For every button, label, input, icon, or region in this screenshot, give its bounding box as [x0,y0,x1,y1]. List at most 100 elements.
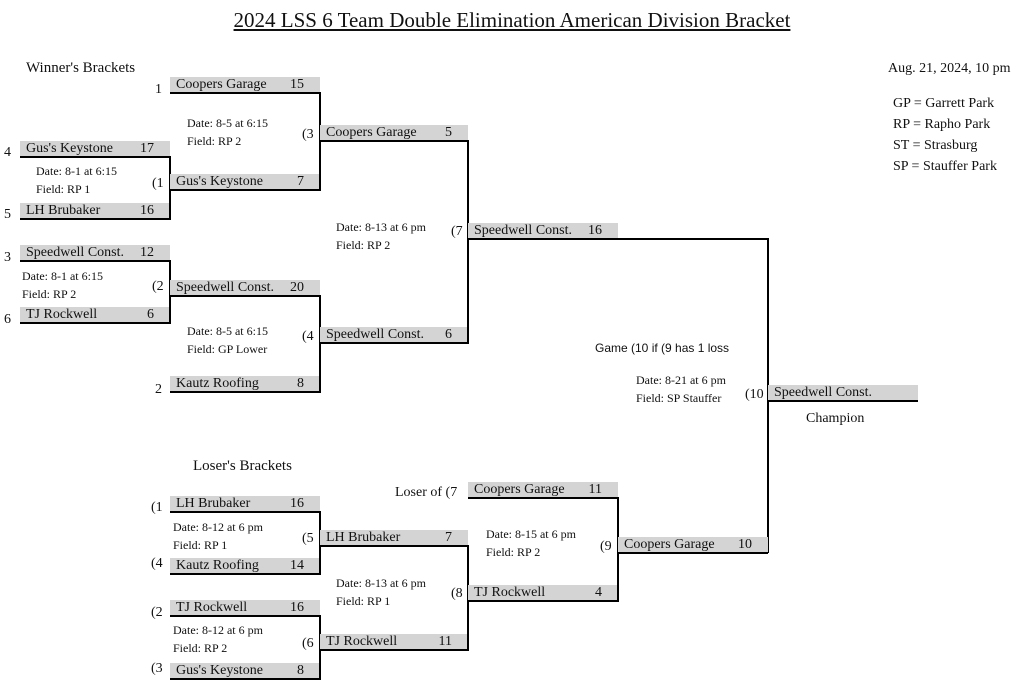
bracket-slot-q2-bottom: Kautz Roofing 8 [170,376,320,393]
legend-item: GP = Garrett Park [893,96,995,111]
team-score: 7 [297,174,304,189]
game-date: Date: 8-1 at 6:15 [36,164,117,178]
team-name: Speedwell Const. [774,385,872,400]
team-name: TJ Rockwell [326,634,398,649]
bracket-slot-q2-top: Speedwell Const. 20 [170,280,320,297]
game-label-5: (5 [302,531,314,546]
seed-3: 3 [4,250,11,265]
game-field: Field: RP 2 [173,641,228,655]
game-date: Date: 8-1 at 6:15 [22,269,103,283]
game-7-details: Date: 8-13 at 6 pm Field: RP 2 [336,218,426,254]
game-label-l1: (1 [151,500,163,515]
bracket-slot-r1-top: Gus's Keystone 17 [20,141,170,158]
game-label-7: (7 [451,224,463,239]
game-date: Date: 8-5 at 6:15 [187,324,268,338]
team-name: TJ Rockwell [26,307,98,322]
team-score: 14 [290,558,304,573]
game-8-details: Date: 8-13 at 6 pm Field: RP 1 [336,574,426,610]
team-score: 16 [290,600,304,615]
team-name: Kautz Roofing [176,376,259,391]
team-score: 20 [290,280,304,295]
team-score: 12 [140,245,154,260]
team-score: 10 [738,537,752,552]
legend-item: SP = Stauffer Park [893,159,997,174]
game-3-details: Date: 8-5 at 6:15 Field: RP 2 [187,114,268,150]
team-name: Gus's Keystone [176,663,263,678]
bracket-slot-l8-bottom: TJ Rockwell 11 [320,634,468,651]
game-6-details: Date: 8-12 at 6 pm Field: RP 2 [173,621,263,657]
field-legend: GP = Garrett Park RP = Rapho Park ST = S… [893,93,997,177]
legend-item: ST = Strasburg [893,138,978,153]
game-date: Date: 8-5 at 6:15 [187,116,268,130]
team-name: TJ Rockwell [474,585,546,600]
team-score: 16 [140,203,154,218]
team-name: TJ Rockwell [176,600,248,615]
game-label-1: (1 [152,176,164,191]
team-score: 4 [595,585,602,600]
bracket-slot-q1-top: Coopers Garage 15 [170,77,320,94]
game-label-2: (2 [152,279,164,294]
game-label-6: (6 [302,636,314,651]
game-label-9: (9 [600,539,612,554]
game-label-4: (4 [302,329,314,344]
game-5-details: Date: 8-12 at 6 pm Field: RP 1 [173,518,263,554]
bracket-slot-l6-bottom: Gus's Keystone 8 [170,663,320,680]
team-score: 15 [290,77,304,92]
bracket-connector [319,295,321,393]
seed-2: 2 [155,382,162,397]
team-name: Coopers Garage [176,77,267,92]
seed-6: 6 [4,312,11,327]
team-name: Coopers Garage [474,482,565,497]
game-field: Field: RP 1 [36,182,91,196]
team-name: Gus's Keystone [176,174,263,189]
updated-timestamp: Aug. 21, 2024, 10 pm [888,61,1011,76]
bracket-slot-winners-final: Speedwell Const. 16 [468,223,618,240]
bracket-slot-r2-bottom: TJ Rockwell 6 [20,307,170,324]
game-field: Field: SP Stauffer [636,391,722,405]
team-name: Gus's Keystone [26,141,113,156]
game-date: Date: 8-13 at 6 pm [336,220,426,234]
game-label-3: (3 [302,127,314,142]
bracket-slot-l8-top: LH Brubaker 7 [320,530,468,547]
legend-item: RP = Rapho Park [893,117,991,132]
team-name: Coopers Garage [326,125,417,140]
seed-5: 5 [4,207,11,222]
bracket-slot-r2-top: Speedwell Const. 12 [20,245,170,262]
game-10-caption: Game (10 if (9 has 1 loss [595,341,730,355]
team-name: Speedwell Const. [474,223,572,238]
team-score: 6 [147,307,154,322]
bracket-slot-semi-bottom: Speedwell Const. 6 [320,327,468,344]
team-score: 16 [290,496,304,511]
game-4-details: Date: 8-5 at 6:15 Field: GP Lower [187,322,268,358]
team-name: Speedwell Const. [176,280,274,295]
game-9-details: Date: 8-15 at 6 pm Field: RP 2 [486,525,576,561]
game-field: Field: RP 1 [173,538,228,552]
team-score: 17 [140,141,154,156]
game-label-8: (8 [451,586,463,601]
bracket-connector [618,238,768,240]
bracket-slot-l9-bottom: TJ Rockwell 4 [468,585,618,602]
team-score: 6 [445,327,452,342]
game-10-details: Date: 8-21 at 6 pm Field: SP Stauffer [636,371,726,407]
team-name: LH Brubaker [326,530,401,545]
winners-bracket-heading: Winner's Brackets [26,60,136,76]
team-score: 8 [297,376,304,391]
game-field: Field: RP 1 [336,594,391,608]
game-1-details: Date: 8-1 at 6:15 Field: RP 1 [36,162,117,198]
team-score: 11 [588,482,602,497]
seed-1: 1 [155,82,162,97]
game-field: Field: GP Lower [187,342,268,356]
champion-label: Champion [806,411,865,426]
team-name: Kautz Roofing [176,558,259,573]
loser-of-7-label: Loser of (7 [395,485,458,500]
game-field: Field: RP 2 [22,287,77,301]
game-date: Date: 8-13 at 6 pm [336,576,426,590]
game-label-l3: (3 [151,661,163,676]
game-date: Date: 8-12 at 6 pm [173,623,263,637]
game-field: Field: RP 2 [187,134,242,148]
game-label-l4: (4 [151,556,163,571]
bracket-slot-r1-bottom: LH Brubaker 16 [20,203,170,220]
game-date: Date: 8-12 at 6 pm [173,520,263,534]
seed-4: 4 [4,145,11,160]
bracket-slot-champion: Speedwell Const. [768,385,918,402]
